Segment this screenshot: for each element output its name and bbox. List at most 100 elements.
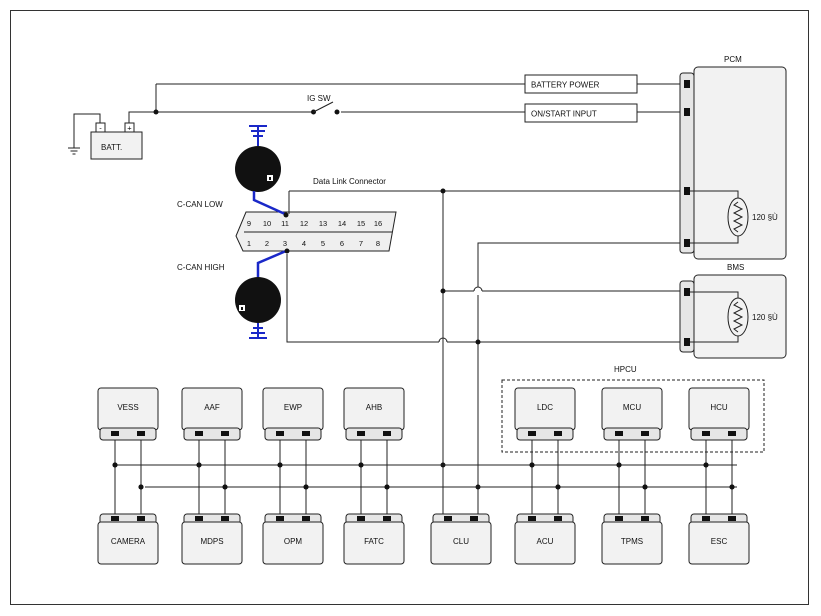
diagram-border xyxy=(10,10,809,605)
pcm-resistor-label: 120 §Ù xyxy=(752,213,778,222)
module-ahb: AHB xyxy=(343,387,405,441)
on-start-input-label: ON/START INPUT xyxy=(531,110,597,119)
pcm-terminating-resistor xyxy=(727,197,749,237)
module-label: ESC xyxy=(711,537,728,546)
dlc-pin-label: 12 xyxy=(300,219,308,228)
dlc-pin-label: 13 xyxy=(319,219,327,228)
module-vess: VESS xyxy=(97,387,159,441)
junction-dot xyxy=(153,109,159,115)
bms-resistor-label: 120 §Ù xyxy=(752,313,778,322)
dlc-pin-label: 7 xyxy=(359,239,363,248)
junction-dot xyxy=(112,462,118,468)
module-mcu: MCU xyxy=(601,387,663,441)
junction-dot xyxy=(138,484,144,490)
dlc-pin-label: 15 xyxy=(357,219,365,228)
battery-label: BATT. xyxy=(101,143,122,152)
module-label: EWP xyxy=(284,403,302,412)
module-ewp: EWP xyxy=(262,387,324,441)
dlc-pin-label: 11 xyxy=(281,219,289,228)
junction-dot xyxy=(196,462,202,468)
dlc-pin-label: 9 xyxy=(247,219,251,228)
junction-dot xyxy=(358,462,364,468)
dlc-pin-label: 1 xyxy=(247,239,251,248)
module-camera: CAMERA xyxy=(97,513,159,565)
junction-dot xyxy=(729,484,735,490)
dlc-pin-label: 4 xyxy=(302,239,306,248)
dlc-pin-label: 8 xyxy=(376,239,380,248)
module-label: MCU xyxy=(623,403,641,412)
module-label: HCU xyxy=(710,403,728,412)
junction-dot xyxy=(440,188,446,194)
hpcu-label: HPCU xyxy=(614,365,637,374)
battery-power-wiring xyxy=(128,83,680,123)
junction-dot xyxy=(555,484,561,490)
can-bus-wiring xyxy=(286,190,680,520)
module-label: AHB xyxy=(366,403,382,412)
module-label: CAMERA xyxy=(111,537,146,546)
dlc-pin-label: 3 xyxy=(283,239,287,248)
junction-dot xyxy=(384,484,390,490)
module-aaf: AAF xyxy=(181,387,243,441)
module-bus-lines xyxy=(112,435,737,516)
junction-dot xyxy=(642,484,648,490)
can-low-label: C-CAN LOW xyxy=(177,200,223,209)
pcm-module: PCM 120 §Ù xyxy=(679,55,787,260)
junction-dot xyxy=(222,484,228,490)
module-mdps: MDPS xyxy=(181,513,243,565)
junction-dot xyxy=(440,288,446,294)
junction-dot xyxy=(616,462,622,468)
module-label: OPM xyxy=(284,537,303,546)
junction-dot xyxy=(529,462,535,468)
module-opm: OPM xyxy=(262,513,324,565)
dlc-pin-label: 6 xyxy=(340,239,344,248)
dlc-pin-label: 2 xyxy=(265,239,269,248)
battery-ground-icon xyxy=(68,113,101,155)
ig-switch-icon: IG SW xyxy=(307,94,340,115)
on-start-input-box xyxy=(524,103,638,123)
module-ldc: LDC xyxy=(514,387,576,441)
module-label: ACU xyxy=(537,537,554,546)
module-tpms: TPMS xyxy=(601,513,663,565)
bms-module: BMS 120 §Ù xyxy=(679,263,787,359)
junction-dot xyxy=(703,462,709,468)
bms-terminating-resistor xyxy=(727,297,749,337)
module-clu: CLU xyxy=(430,513,492,565)
module-fatc: FATC xyxy=(343,513,405,565)
module-label: FATC xyxy=(364,537,384,546)
junction-dot xyxy=(303,484,309,490)
module-acu: ACU xyxy=(514,513,576,565)
hpcu-modules: LDC MCU HCU xyxy=(514,387,750,441)
battery-plus-symbol: + xyxy=(127,124,132,133)
module-label: AAF xyxy=(204,403,220,412)
can-low-probe xyxy=(235,125,289,218)
dlc-pin-label: 5 xyxy=(321,239,325,248)
module-label: LDC xyxy=(537,403,553,412)
battery: - + BATT. xyxy=(90,122,143,160)
dlc-pin-label: 10 xyxy=(263,219,271,228)
ig-switch-label: IG SW xyxy=(307,94,331,103)
module-label: TPMS xyxy=(621,537,643,546)
dlc-pin-label: 14 xyxy=(338,219,346,228)
module-hcu: HCU xyxy=(688,387,750,441)
pcm-label: PCM xyxy=(724,55,742,64)
dlc-bottom-pins: 1 2 3 4 5 6 7 8 xyxy=(247,239,380,248)
junction-dot xyxy=(475,339,481,345)
dlc-label: Data Link Connector xyxy=(313,177,386,186)
bottom-modules: CAMERA MDPS OPM FATC CLU ACU TPMS ESC xyxy=(97,513,750,565)
module-label: MDPS xyxy=(200,537,223,546)
top-modules: VESS AAF EWP AHB xyxy=(97,387,405,441)
bms-label: BMS xyxy=(727,263,744,272)
module-esc: ESC xyxy=(688,513,750,565)
battery-power-label: BATTERY POWER xyxy=(531,81,600,90)
junction-dot xyxy=(277,462,283,468)
dlc-pin-label: 16 xyxy=(374,219,382,228)
battery-minus-symbol: - xyxy=(99,124,102,133)
hpcu-group xyxy=(501,379,765,453)
can-high-probe xyxy=(235,248,290,339)
module-label: VESS xyxy=(117,403,138,412)
dlc-top-pins: 9 10 11 12 13 14 15 16 xyxy=(247,219,382,228)
module-label: CLU xyxy=(453,537,469,546)
battery-power-box xyxy=(524,74,638,94)
can-high-label: C-CAN HIGH xyxy=(177,263,225,272)
